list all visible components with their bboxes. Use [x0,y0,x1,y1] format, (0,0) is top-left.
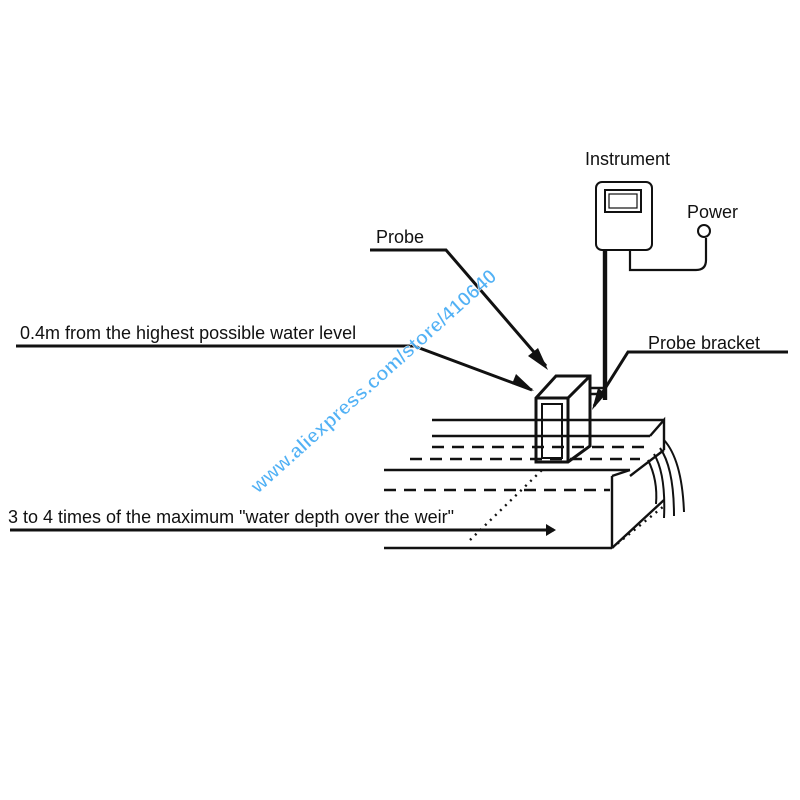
power-cable [628,238,708,272]
probe-bracket-pole [602,250,608,400]
probe-arrow-icon [528,348,548,370]
overflow-streams [647,439,685,519]
arrow-heads [512,348,606,536]
upstream-arrow-icon [546,524,556,536]
dotted-guides [469,469,665,549]
upstream-note-label: 3 to 4 times of the maximum "water depth… [8,507,454,527]
instrument-box [595,181,653,251]
probe-bracket-label: Probe bracket [648,333,760,353]
water-surface-dashes [384,445,650,492]
bracket-arrow-icon [592,388,606,410]
instrument-display [604,189,642,213]
power-socket-icon [697,224,711,238]
distance-note-label: 0.4m from the highest possible water lev… [20,323,356,343]
watermark-text: www.aliexpress.com/store/410640 [246,265,501,498]
weir-channel [384,416,666,550]
leader-lines [10,248,788,532]
probe-label: Probe [376,227,424,247]
distance-arrow-icon [512,374,534,391]
instrument-label: Instrument [585,149,670,169]
power-label: Power [687,202,738,222]
